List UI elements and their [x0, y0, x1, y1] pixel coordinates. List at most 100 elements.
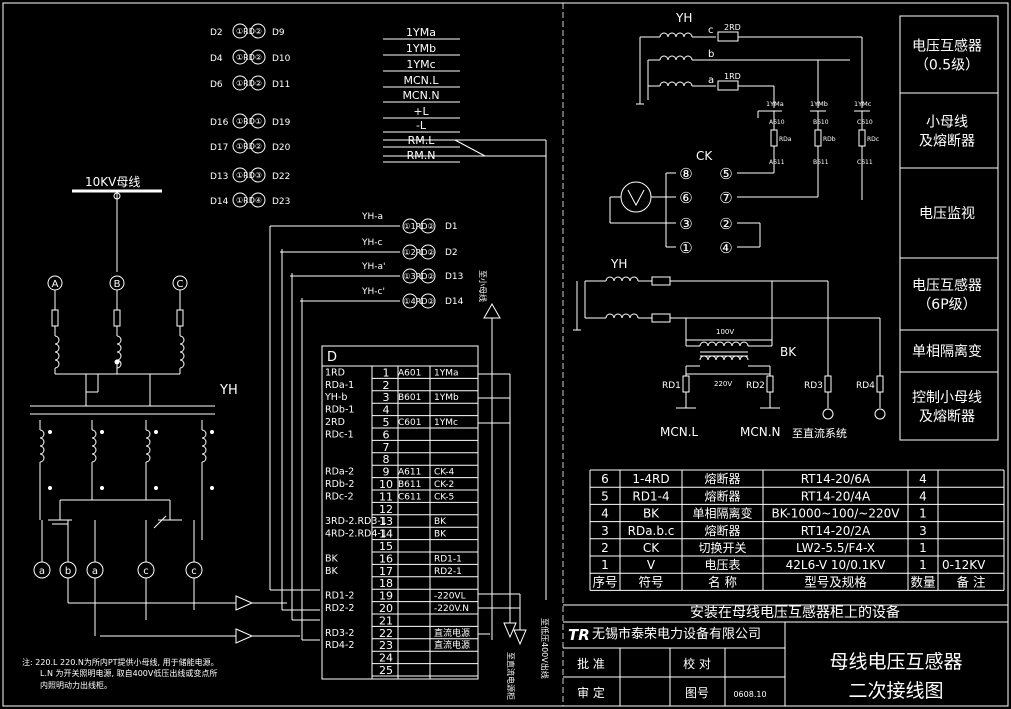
parts-cell-no: 2 [601, 541, 609, 555]
tap-letter-c: c [708, 25, 714, 36]
rd-fuse-right-circle [250, 167, 266, 183]
tap-fuse-label: ①4RD② [403, 297, 434, 306]
terminal-row-left: RDc-1 [325, 429, 354, 440]
bottom-fuse-label: RD4 [856, 381, 875, 391]
rd-right-terminal: D20 [272, 143, 291, 153]
terminal-row-right: 直流电源 [434, 627, 470, 639]
small-fuse-label: RDc [867, 136, 879, 143]
phase-label: A [52, 279, 59, 290]
bus-label: 1YMc [406, 58, 435, 71]
tap-fuse-right [420, 244, 436, 260]
parts-header-name: 名 称 [708, 574, 737, 589]
terminal-row-left: 2RD [325, 417, 345, 428]
terminal-row-left: 3RD-2.RD3-1 [325, 516, 387, 527]
fuse-bottom-label: A611 [769, 159, 785, 166]
dc-terminal [874, 408, 886, 420]
small-fuse-label: RDb [823, 136, 836, 143]
tap-letter-b: b [708, 49, 714, 60]
terminal-row-left: RD1-2 [325, 591, 354, 602]
parts-cell-model: RT14-20/4A [801, 489, 871, 503]
rd-fuse-label: ①RD① [236, 117, 262, 126]
ck-contact: ④ [719, 239, 732, 257]
rd-fuse-label: ①RD④ [236, 196, 262, 205]
parts-cell-qty: 1 [919, 558, 927, 572]
terminal-row-left: BK [325, 566, 339, 577]
terminal-row-right: BK [434, 530, 447, 540]
ck-label: CK [696, 149, 713, 163]
terminal-row-number: 24 [379, 652, 393, 665]
pt-secondary-top: cba2RD1RD1YMaA610RDaA6111YMbB610RDbB6111… [636, 23, 879, 166]
parts-cell-qty: 1 [919, 541, 927, 555]
parts-cell-name: 熔断器 [704, 488, 740, 503]
polarity-dot [210, 430, 214, 434]
polarity-dot [154, 430, 158, 434]
rd-fuse-label: ①RD③ [236, 171, 262, 180]
terminal-row-number: 11 [379, 490, 393, 503]
terminal-row-right: 1YMc [434, 418, 458, 428]
tap-fuse-left [402, 244, 418, 260]
parts-cell-qty: 4 [919, 489, 927, 503]
parts-cell-name: 电压表 [704, 558, 740, 572]
rd-fuse-right-circle [250, 192, 266, 208]
bus-label: 1YMb [406, 42, 436, 55]
terminal-row-left: 1RD [325, 367, 345, 378]
bottom-fuse [876, 375, 884, 393]
tap-terminal: D14 [445, 297, 464, 307]
terminal-row-code: C611 [398, 492, 421, 502]
note-line-2: L.N 为开关照明电源, 取自400V低压出线或变点所 [40, 668, 217, 678]
ck-contact: ⑤ [719, 165, 732, 183]
drawing-title-line1: 母线电压互感器 [829, 651, 962, 673]
rd-fuse-label: ①RD② [236, 53, 262, 62]
yh-tap-label: YH-a [361, 212, 383, 222]
right-label-line2: （6P级） [917, 297, 976, 313]
parts-cell-no: 1 [601, 558, 609, 572]
bus-label: 1YMa [406, 26, 436, 39]
rd-right-terminal: D9 [272, 28, 285, 38]
coil [201, 429, 207, 463]
terminal-letter: b [65, 566, 71, 577]
right-label-line1: 控制小母线 [912, 390, 982, 406]
parts-cell-model: 42L6-V 10/0.1KV [786, 558, 887, 572]
parts-cell-name: 熔断器 [704, 471, 740, 486]
terminal-row-number: 23 [379, 639, 393, 652]
parts-cell-name: 熔断器 [704, 523, 740, 538]
terminal-letter: a [39, 566, 45, 577]
parts-cell-no: 6 [601, 472, 609, 486]
rd-left-terminal: D16 [210, 118, 229, 128]
polarity-dot [154, 486, 158, 490]
coil [179, 335, 185, 369]
rd-left-terminal: D14 [210, 197, 229, 207]
terminal-row-left: RD3-2 [325, 628, 354, 639]
rd-fuse-label: ①RD② [236, 142, 262, 151]
terminal-row-number: 21 [379, 614, 393, 627]
parts-header-model: 型号及规格 [804, 574, 867, 589]
fuse-3rd [651, 276, 671, 286]
terminal-row-number: 12 [379, 503, 393, 516]
parts-cell-model: RT14-20/6A [801, 472, 871, 486]
terminal-row-number: 13 [379, 515, 393, 528]
small-fuse-label: RDa [779, 136, 792, 143]
terminal-circle [33, 561, 51, 579]
phase-label: B [114, 279, 121, 290]
right-label-line1: 电压监视 [919, 206, 975, 222]
parts-cell-no: 3 [601, 524, 609, 538]
terminal-row-number: 8 [383, 453, 390, 466]
terminal-row-number: 2 [383, 379, 390, 392]
parts-cell-name: 切换开关 [698, 541, 746, 555]
tap-fuse-left [402, 268, 418, 284]
small-bus-label: 1YMa [766, 100, 784, 108]
terminal-row-number: 3 [383, 391, 390, 404]
terminal-row-number: 10 [379, 478, 393, 491]
terminal-row-number: 5 [383, 416, 390, 429]
terminal-row-right: BK [434, 517, 447, 527]
terminal-row-number: 9 [383, 466, 390, 479]
terminal-row-right: RD1-1 [434, 554, 462, 564]
yh-label: YH [219, 383, 238, 398]
tap-letter-a: a [708, 75, 714, 86]
rd-fuse-right-circle [250, 49, 266, 65]
rd-right-terminal: D11 [272, 80, 290, 90]
